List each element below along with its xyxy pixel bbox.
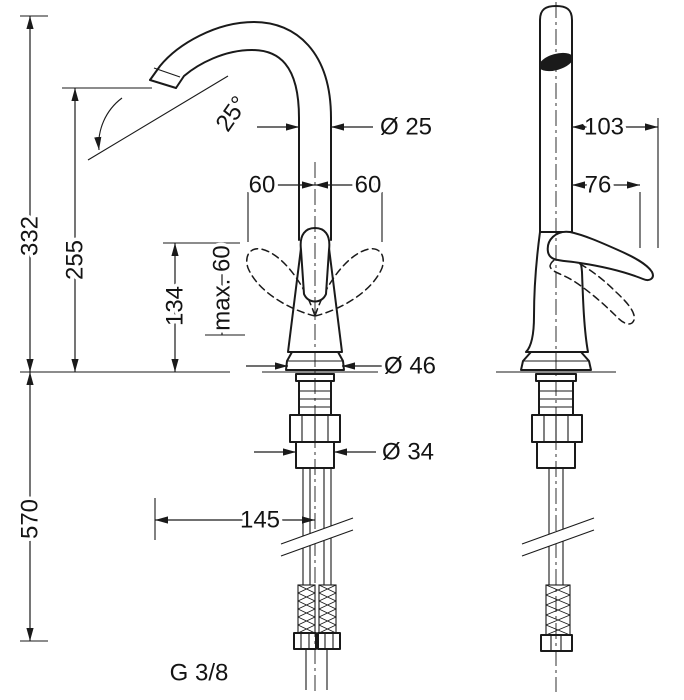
- dim-label-255: 255: [62, 240, 89, 280]
- faucet-front-view: [149, 21, 384, 690]
- riser-pipe: [298, 117, 332, 241]
- dim-shank-diameter: Ø 34: [254, 435, 438, 469]
- side-hose-connector: [540, 634, 573, 652]
- spout-inner-curve: [175, 49, 300, 119]
- hose-connector-left: [293, 632, 317, 650]
- handle-swing-right: [314, 248, 384, 317]
- braid-right-hatch: [318, 584, 337, 634]
- dim-base-diameter: Ø 46: [246, 349, 440, 383]
- dim-label-max60: max. 60: [209, 245, 236, 330]
- dim-spout-reach: 145: [155, 503, 315, 537]
- connector-flats: [324, 633, 334, 649]
- side-hose: [548, 468, 564, 585]
- dim-label-d34: Ø 34: [382, 439, 434, 466]
- dim-label-134: 134: [162, 286, 189, 326]
- side-handle: [546, 230, 654, 282]
- extension-lines: [20, 15, 659, 642]
- dim-depth-handle: 76: [572, 168, 640, 202]
- dim-label-570: 570: [17, 499, 44, 539]
- side-nut: [531, 414, 583, 443]
- dimensions: 332 570 255 134 max. 60 25°: [13, 15, 658, 690]
- dim-handle-swing: 60 60: [245, 168, 385, 202]
- dim-label-g38: G 3/8: [170, 660, 229, 687]
- dim-spout-height: 255: [58, 88, 92, 372]
- dim-label-332: 332: [17, 216, 44, 256]
- dim-label-76: 76: [585, 172, 612, 199]
- dim-label-145: 145: [240, 507, 280, 534]
- dim-total-height: 332: [13, 15, 47, 372]
- dim-max-clearance: max. 60: [205, 242, 239, 335]
- dim-label-d46: Ø 46: [384, 353, 436, 380]
- side-connector-flats: [550, 635, 562, 651]
- dim-under-counter-height: 570: [13, 372, 47, 641]
- hose-connector-right: [317, 632, 341, 650]
- dim-depth-total: 103: [572, 110, 658, 144]
- break-symbol-side: [521, 517, 595, 557]
- dim-swivel-angle: 25°: [87, 75, 257, 161]
- dim-label-25deg: 25°: [211, 91, 254, 136]
- side-braid-hatch: [545, 584, 571, 636]
- dim-body-height: 134: [158, 243, 192, 372]
- dim-connection-thread: G 3/8: [166, 656, 232, 690]
- spout-tip-band: [153, 67, 181, 78]
- faucet-side-view: [520, 5, 654, 652]
- connector-flats: [300, 633, 310, 649]
- thread-leader-lines: [305, 649, 328, 690]
- dim-label-60-left: 60: [249, 172, 276, 199]
- dim-label-60-right: 60: [355, 172, 382, 199]
- supply-hoses: [302, 468, 332, 585]
- handle-swing-left: [246, 248, 316, 317]
- dim-spout-diameter: Ø 25: [257, 110, 436, 144]
- spout-outer-curve: [149, 21, 332, 119]
- break-symbol-front: [280, 517, 354, 557]
- spout-tip: [149, 79, 177, 89]
- dim-label-d25: Ø 25: [380, 114, 432, 141]
- braid-left-hatch: [297, 584, 316, 634]
- dim-label-103: 103: [584, 114, 624, 141]
